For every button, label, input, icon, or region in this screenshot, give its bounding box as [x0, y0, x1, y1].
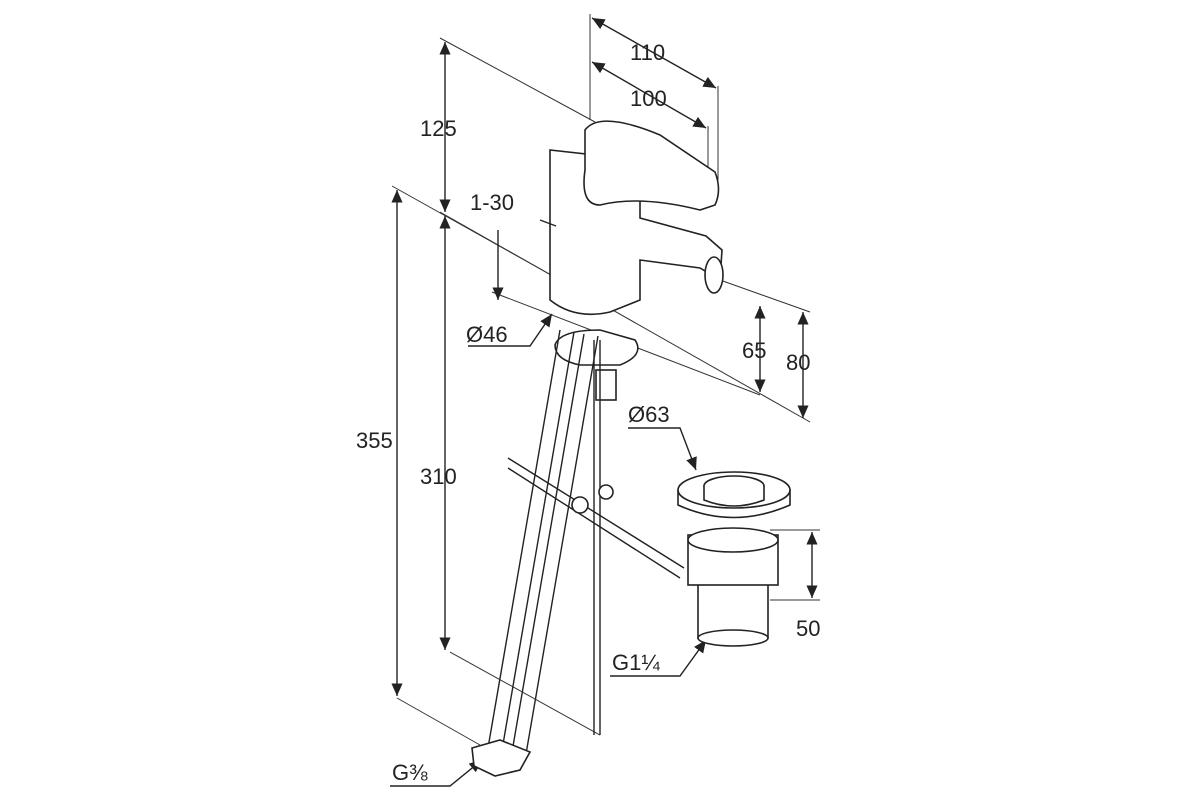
label-g1-1-4: G1¼	[612, 650, 660, 675]
aerator	[704, 256, 724, 294]
label-1-30: 1-30	[470, 190, 514, 215]
pop-up-rod	[539, 219, 557, 227]
label-125: 125	[420, 116, 457, 141]
dimension-labels: 110 100 125 1-30 Ø46 65 80 355 310 Ø63 5…	[356, 40, 820, 785]
extension-lines	[391, 14, 820, 746]
label-80: 80	[786, 350, 810, 375]
label-355: 355	[356, 428, 393, 453]
hoses	[471, 329, 601, 777]
label-50: 50	[796, 616, 820, 641]
hose-nut	[471, 739, 532, 777]
dimension-lines	[390, 17, 818, 787]
label-d63: Ø63	[628, 402, 670, 427]
linkage-rod	[507, 457, 685, 579]
pop-up-waste	[677, 471, 791, 647]
faucet-body	[539, 120, 724, 401]
label-310: 310	[420, 464, 457, 489]
label-g3-8: G⅜	[392, 760, 428, 785]
label-110: 110	[630, 40, 665, 65]
label-65: 65	[742, 338, 766, 363]
label-d46: Ø46	[466, 322, 508, 347]
label-100: 100	[630, 86, 667, 111]
